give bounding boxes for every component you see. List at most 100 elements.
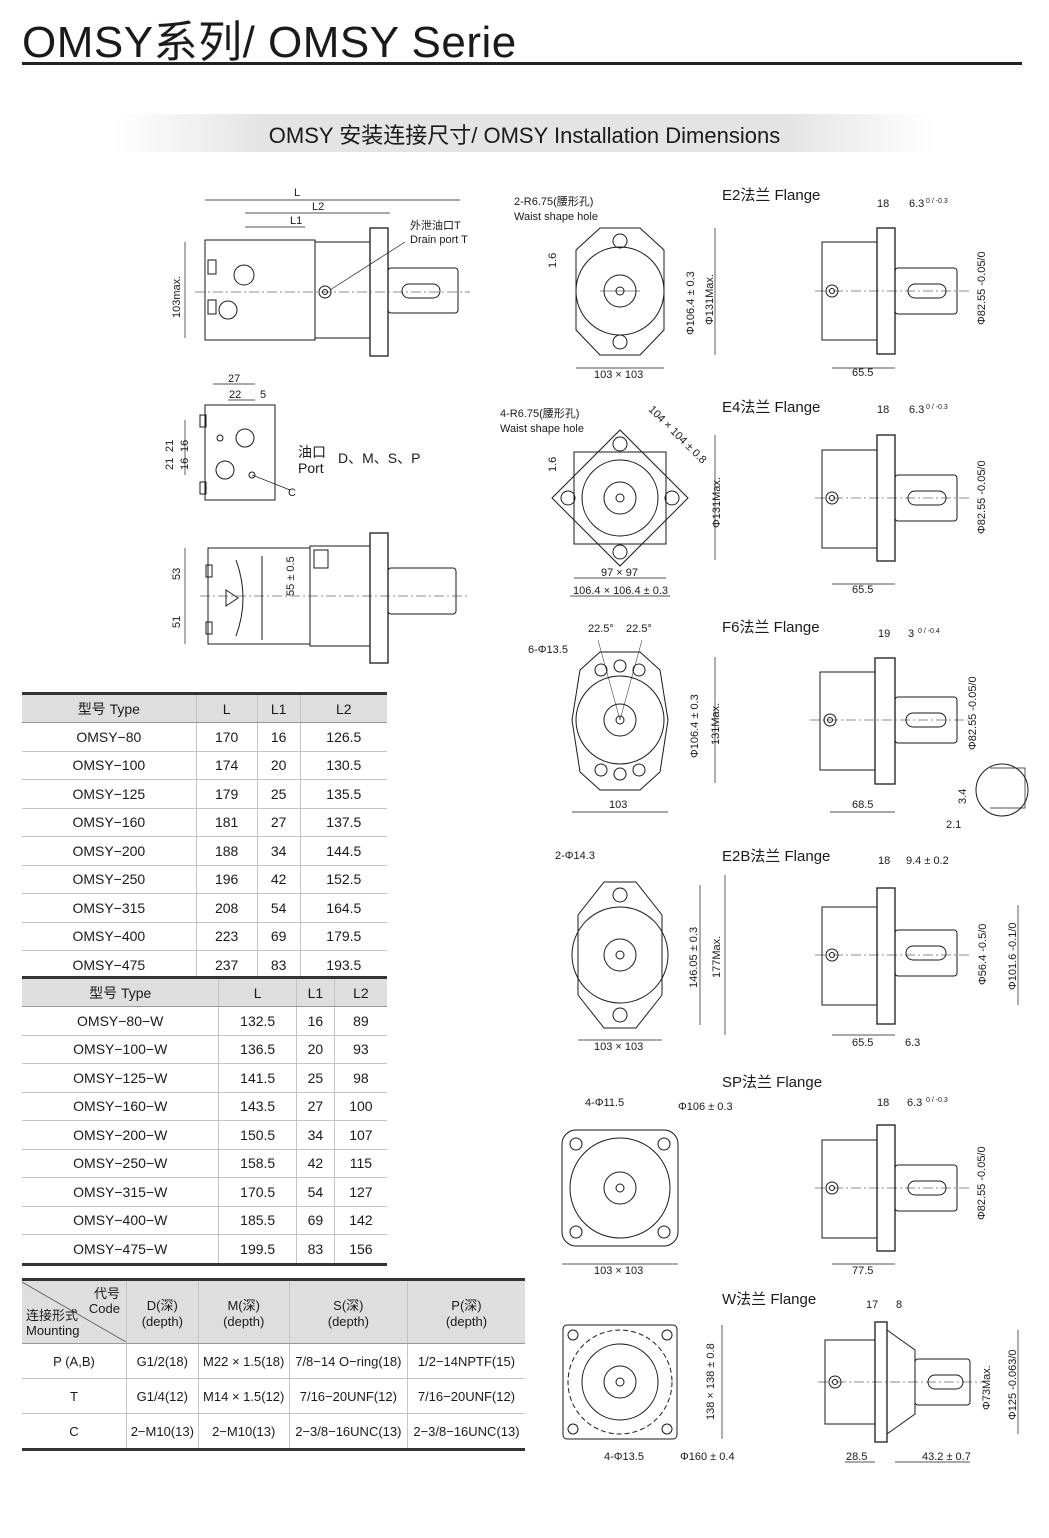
flange-e2-s1: 18 bbox=[877, 198, 889, 210]
cell-type: OMSY−100 bbox=[22, 751, 197, 780]
flange-e2-s2: 6.3 bbox=[909, 198, 924, 210]
flange-f6-pcd: Φ106.4 ± 0.3 bbox=[689, 694, 701, 758]
corner-code-en: Code bbox=[88, 1301, 120, 1316]
flange-w-title: W法兰 Flange bbox=[722, 1291, 816, 1308]
flange-f6-d34: 3.4 bbox=[957, 789, 969, 804]
flange-e4-tol2: 0 / -0.3 bbox=[926, 404, 948, 411]
cell-L1: 16 bbox=[295, 1006, 335, 1036]
cell-L2: 137.5 bbox=[299, 808, 387, 837]
cell-L2: 107 bbox=[333, 1120, 387, 1150]
dim-5: 5 bbox=[260, 389, 266, 401]
cell-L1: 25 bbox=[295, 1063, 335, 1093]
cell-L: 199.5 bbox=[218, 1234, 297, 1265]
dim-21b: 21 bbox=[164, 440, 176, 452]
flange-e2b-title: E2B法兰 Flange bbox=[722, 848, 830, 865]
cell-L1: 69 bbox=[256, 922, 301, 951]
flange-e2b-s1: 18 bbox=[878, 855, 890, 867]
cell-type: OMSY−475−W bbox=[22, 1234, 219, 1265]
cell-type: OMSY−100−W bbox=[22, 1035, 219, 1064]
flange-f6-s1: 19 bbox=[878, 628, 890, 640]
cell-type: OMSY−125−W bbox=[22, 1063, 219, 1093]
flange-e2-len: 65.5 bbox=[852, 367, 873, 379]
col-L2: L2 bbox=[333, 977, 387, 1007]
cell-L2: 156 bbox=[333, 1234, 387, 1265]
col-S: S(深)(depth) bbox=[288, 1279, 408, 1344]
cell-L: 223 bbox=[195, 922, 258, 951]
flange-sp-front bbox=[561, 1129, 679, 1265]
dim-height: 103max. bbox=[171, 276, 183, 318]
col-type: 型号 Type bbox=[22, 693, 197, 723]
flange-e2b-side bbox=[815, 887, 1019, 1036]
cell-type: OMSY−200−W bbox=[22, 1120, 219, 1150]
cell-mounting: C bbox=[22, 1413, 127, 1450]
port-label-en: Port bbox=[298, 460, 324, 476]
cell-L1: 27 bbox=[256, 808, 301, 837]
port-view-drawing bbox=[184, 383, 291, 501]
cell-L1: 83 bbox=[295, 1234, 335, 1265]
cell-type: OMSY−250 bbox=[22, 865, 197, 894]
dim-21a: 21 bbox=[164, 458, 176, 470]
dim-16b: 16 bbox=[179, 440, 191, 452]
flange-e2-side bbox=[815, 227, 970, 369]
cell-L2: 135.5 bbox=[299, 779, 387, 809]
cell-L1: 25 bbox=[256, 779, 301, 809]
dim-L: L bbox=[294, 187, 300, 199]
cell-S: 7/16−20UNF(12) bbox=[288, 1378, 408, 1414]
dim-22: 22 bbox=[229, 389, 241, 401]
flange-w-shaft1: Φ73Max. bbox=[981, 1365, 993, 1410]
col-L: L bbox=[218, 977, 297, 1007]
dim-L1: L1 bbox=[290, 215, 302, 227]
flange-e2b-len2: 6.3 bbox=[905, 1037, 920, 1049]
cell-L2: 130.5 bbox=[299, 751, 387, 780]
flange-w-pcd: Φ160 ± 0.4 bbox=[680, 1451, 735, 1463]
flange-e2-max: Φ131Max. bbox=[704, 274, 716, 325]
cell-L1: 54 bbox=[256, 893, 301, 923]
col-L1: L1 bbox=[295, 977, 335, 1007]
flange-e2b-pcd: 146.05 ± 0.3 bbox=[688, 927, 700, 988]
main-motor-drawing bbox=[184, 199, 470, 357]
flange-f6-len: 68.5 bbox=[852, 799, 873, 811]
corner-mount-en: Mounting bbox=[26, 1323, 80, 1338]
cell-L1: 42 bbox=[295, 1149, 335, 1178]
table-ports: 代号 Code 连接形式 Mounting D(深)(depth) M(深)(d… bbox=[22, 1278, 525, 1451]
cell-L2: 142 bbox=[333, 1206, 387, 1235]
dim-27: 27 bbox=[228, 373, 240, 385]
title-rule bbox=[22, 62, 1022, 65]
cell-L1: 69 bbox=[295, 1206, 335, 1235]
col-L: L bbox=[195, 693, 258, 723]
cell-L: 208 bbox=[195, 893, 258, 923]
dim-16a: 16 bbox=[179, 458, 191, 470]
flange-sp-bottom: 103 × 103 bbox=[594, 1265, 643, 1277]
cell-M: 2−M10(13) bbox=[197, 1413, 290, 1450]
flange-sp-side bbox=[815, 1124, 970, 1265]
flange-e4-hole-cn: 4-R6.75(腰形孔) bbox=[500, 407, 579, 420]
flange-sp-len: 77.5 bbox=[852, 1265, 873, 1277]
port-codes: D、M、S、P bbox=[338, 450, 420, 466]
cell-L2: 115 bbox=[333, 1149, 387, 1178]
flange-e2b-shaft1: Φ56.4 -0.5/0 bbox=[977, 924, 989, 985]
dim-53: 53 bbox=[171, 568, 183, 580]
flange-f6-s2: 3 bbox=[908, 628, 914, 640]
flange-f6-side bbox=[810, 657, 1029, 817]
section-subtitle: OMSY 安装连接尺寸/ OMSY Installation Dimension… bbox=[268, 123, 781, 148]
corner-header: 代号 Code 连接形式 Mounting bbox=[22, 1279, 127, 1344]
cell-L: 170 bbox=[195, 722, 258, 752]
col-P: P(深)(depth) bbox=[406, 1279, 525, 1344]
cell-S: 7/8−14 O−ring(18) bbox=[288, 1343, 408, 1379]
cell-L: 188 bbox=[195, 836, 258, 866]
flange-f6-ang1: 22.5° bbox=[588, 623, 614, 635]
cell-L2: 144.5 bbox=[299, 836, 387, 866]
cell-P: 2−3/8−16UNC(13) bbox=[406, 1413, 525, 1450]
cell-L: 181 bbox=[195, 808, 258, 837]
flange-e2-front bbox=[575, 227, 716, 369]
